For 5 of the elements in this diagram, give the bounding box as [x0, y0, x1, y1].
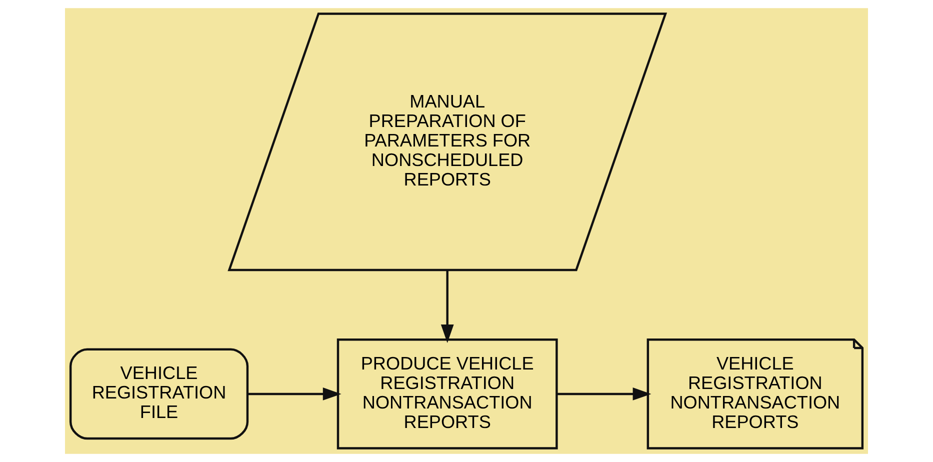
- node-box: PRODUCE VEHICLE REGISTRATION NONTRANSACTION REPORTS: [336, 338, 558, 450]
- arrow: [248, 388, 342, 400]
- arrow: [440, 270, 454, 343]
- node-box: VEHICLE REGISTRATION FILE: [69, 348, 249, 440]
- arrow: [556, 388, 652, 400]
